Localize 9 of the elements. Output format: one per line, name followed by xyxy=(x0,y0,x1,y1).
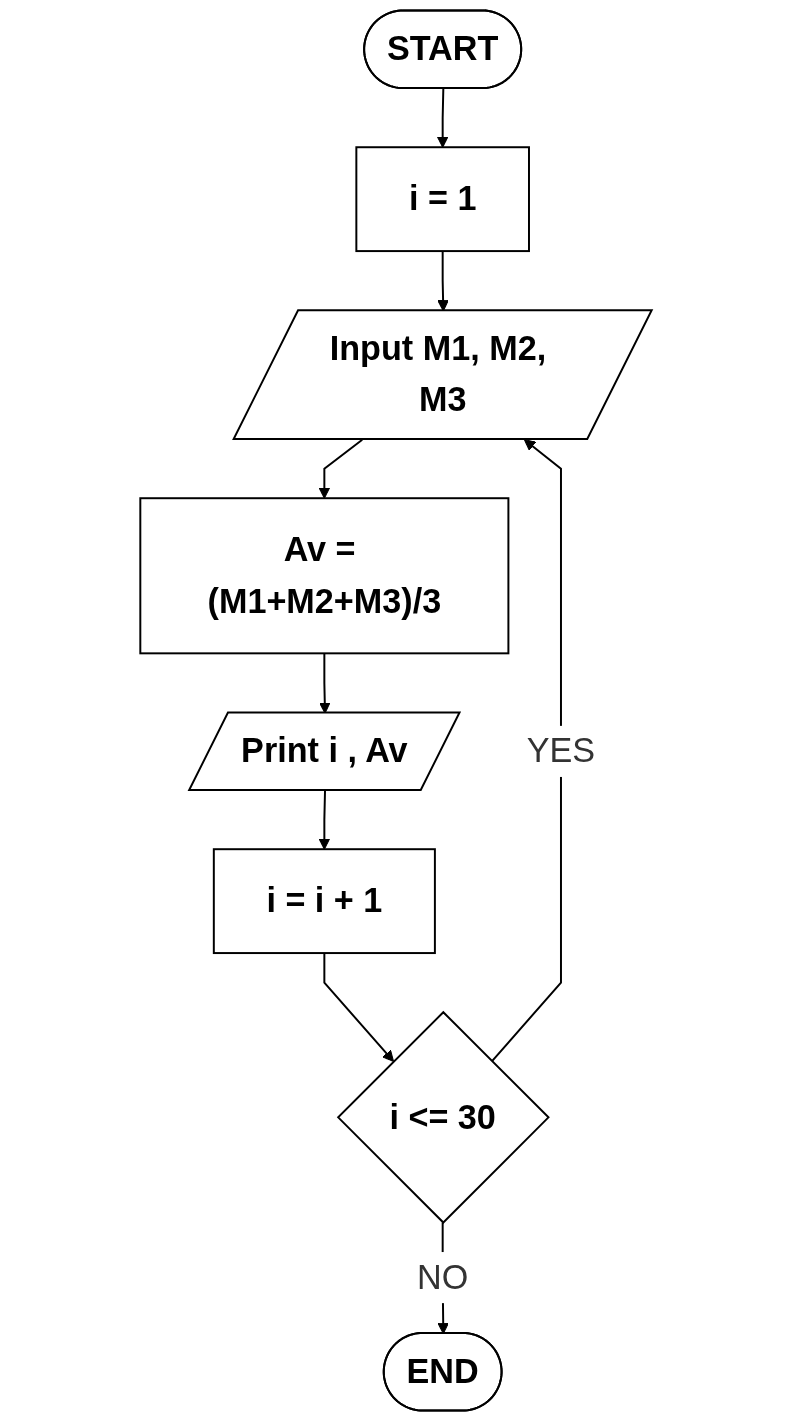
edge-label: NO xyxy=(417,1257,469,1297)
node-box: i = i + 1 xyxy=(212,848,436,955)
arrow xyxy=(490,439,562,1063)
edge-label: YES xyxy=(526,730,596,771)
arrow xyxy=(436,87,449,148)
node-diamond: i <= 30 xyxy=(336,1010,550,1224)
node-box: Av = (M1+M2+M3)/3 xyxy=(139,497,510,655)
node-box: i = 1 xyxy=(355,146,530,253)
arrow xyxy=(323,952,395,1062)
